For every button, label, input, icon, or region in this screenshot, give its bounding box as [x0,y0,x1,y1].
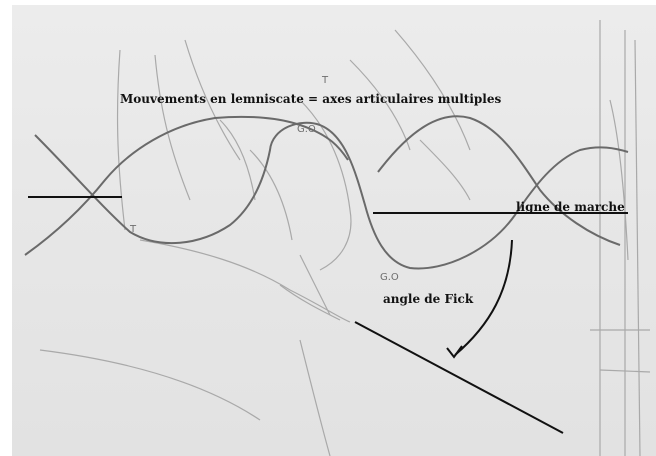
go-upper-mark: G.O [297,124,316,135]
foot-sketch [40,20,650,456]
t-left-mark: T [129,224,137,235]
walking-line-label: ligne de marche [516,200,625,214]
fick-angle-line [355,322,563,433]
lemniscate-curve [25,116,628,268]
fick-angle-label: angle de Fick [383,292,473,306]
go-lower-mark: G.O [380,272,399,283]
figure-title: Mouvements en lemniscate = axes articula… [120,92,501,106]
ink-lines [28,197,628,433]
t-top-mark: T [321,75,329,86]
